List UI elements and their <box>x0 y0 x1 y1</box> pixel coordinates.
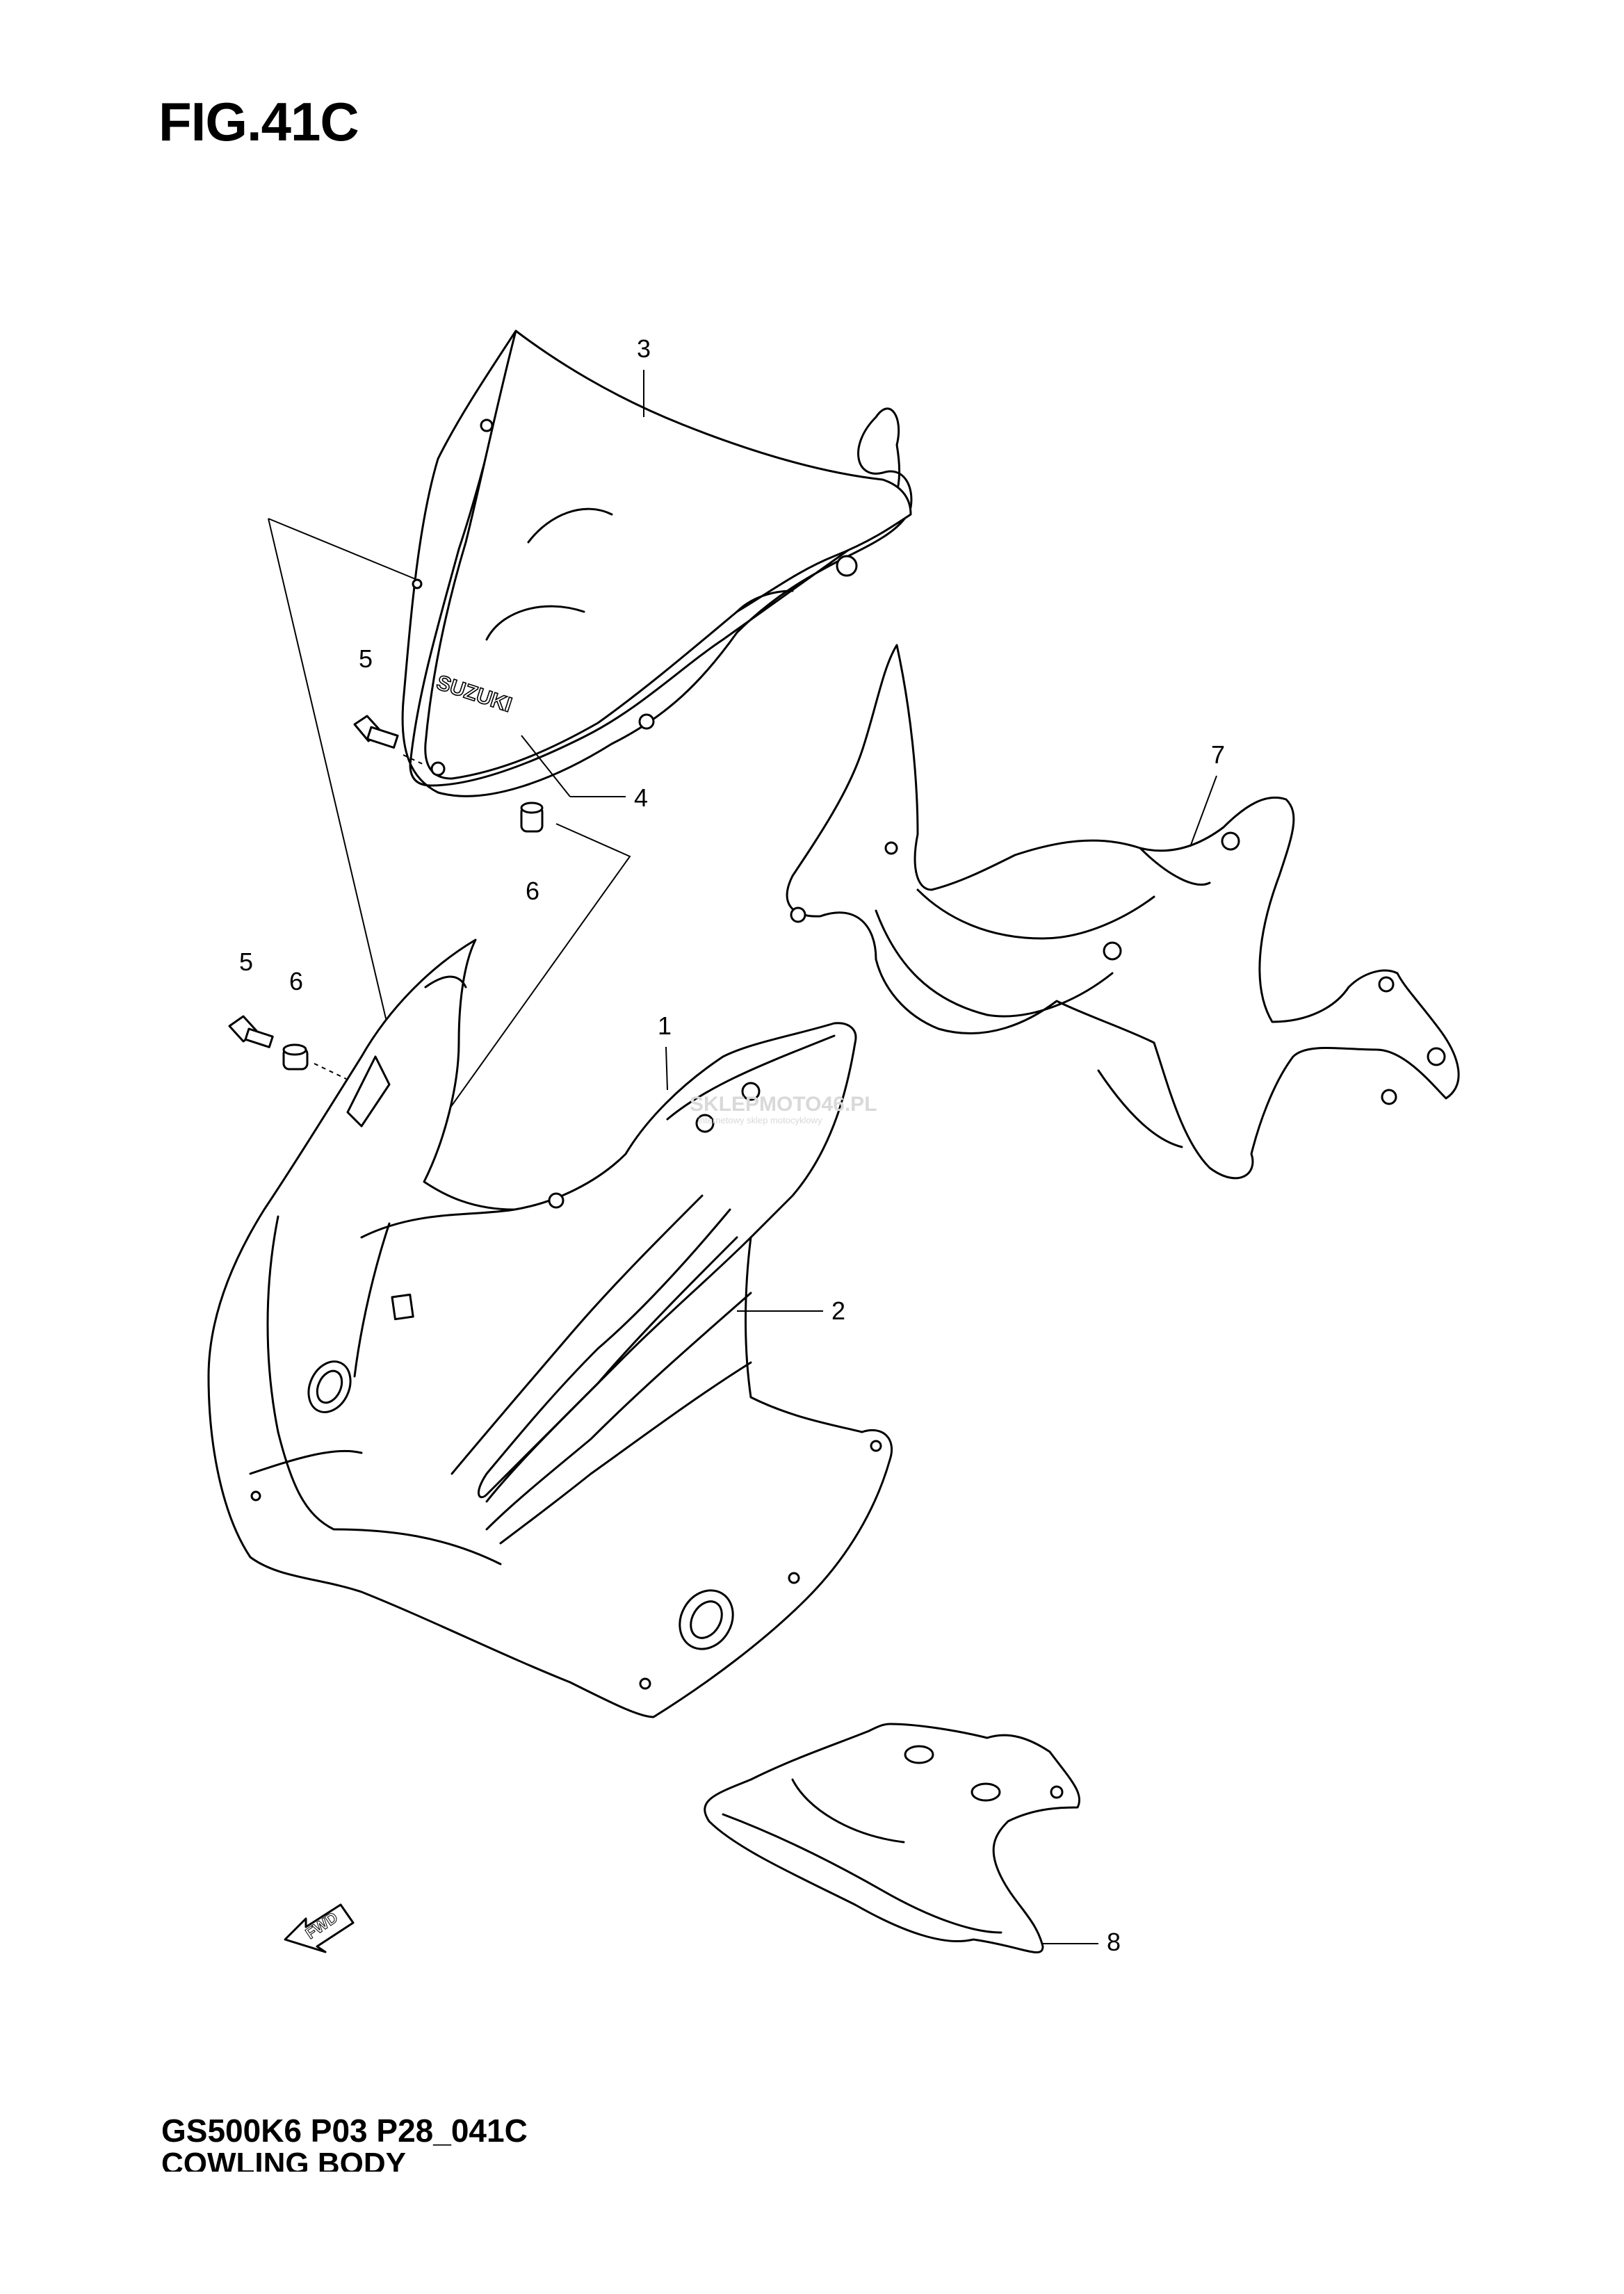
callout-6-upper: 6 <box>526 877 539 905</box>
upper-nut[interactable] <box>520 802 544 833</box>
callout-4: 4 <box>634 783 648 812</box>
fwd-direction-marker: FWD <box>284 1903 355 1953</box>
watermark-tagline: internetowy sklep motocyklowy <box>698 1115 822 1125</box>
callout-7: 7 <box>1211 740 1225 769</box>
callout-5-lower: 5 <box>239 947 253 976</box>
callout-1: 1 <box>658 1011 672 1040</box>
cowling-center-strip[interactable] <box>477 1208 752 1499</box>
inner-cowling[interactable] <box>786 644 1460 1180</box>
svg-text:SKLEPMOTO46.PL: SKLEPMOTO46.PL <box>690 1093 877 1116</box>
under-cover[interactable] <box>704 1723 1081 1954</box>
watermark: SKLEPMOTO46.PL internetowy sklep motocyk… <box>690 1093 877 1125</box>
callout-5-upper: 5 <box>359 644 373 673</box>
callout-3: 3 <box>637 334 651 363</box>
callout-leaders <box>521 370 1217 1944</box>
callout-numbers: 3 4 5 6 5 6 7 1 2 8 <box>239 334 1225 1956</box>
upper-screw[interactable] <box>353 715 425 765</box>
watermark-brand-b: 46 <box>821 1093 844 1116</box>
callout-6-lower: 6 <box>289 967 303 995</box>
cowling-body[interactable] <box>207 938 893 1718</box>
watermark-brand-c: .PL <box>845 1093 877 1116</box>
figure-title: FIG.41C <box>159 91 359 152</box>
lower-screw[interactable] <box>228 1015 274 1048</box>
callout-2: 2 <box>831 1296 845 1325</box>
figure-section-name: COWLING BODY <box>161 2147 406 2172</box>
windscreen[interactable] <box>401 330 913 797</box>
figure-code: GS500K6 P03 P28_041C <box>161 2113 528 2149</box>
callout-8: 8 <box>1107 1928 1121 1956</box>
watermark-brand-a: SKLEPMOTO <box>690 1093 821 1116</box>
lower-nut[interactable] <box>282 1043 347 1080</box>
